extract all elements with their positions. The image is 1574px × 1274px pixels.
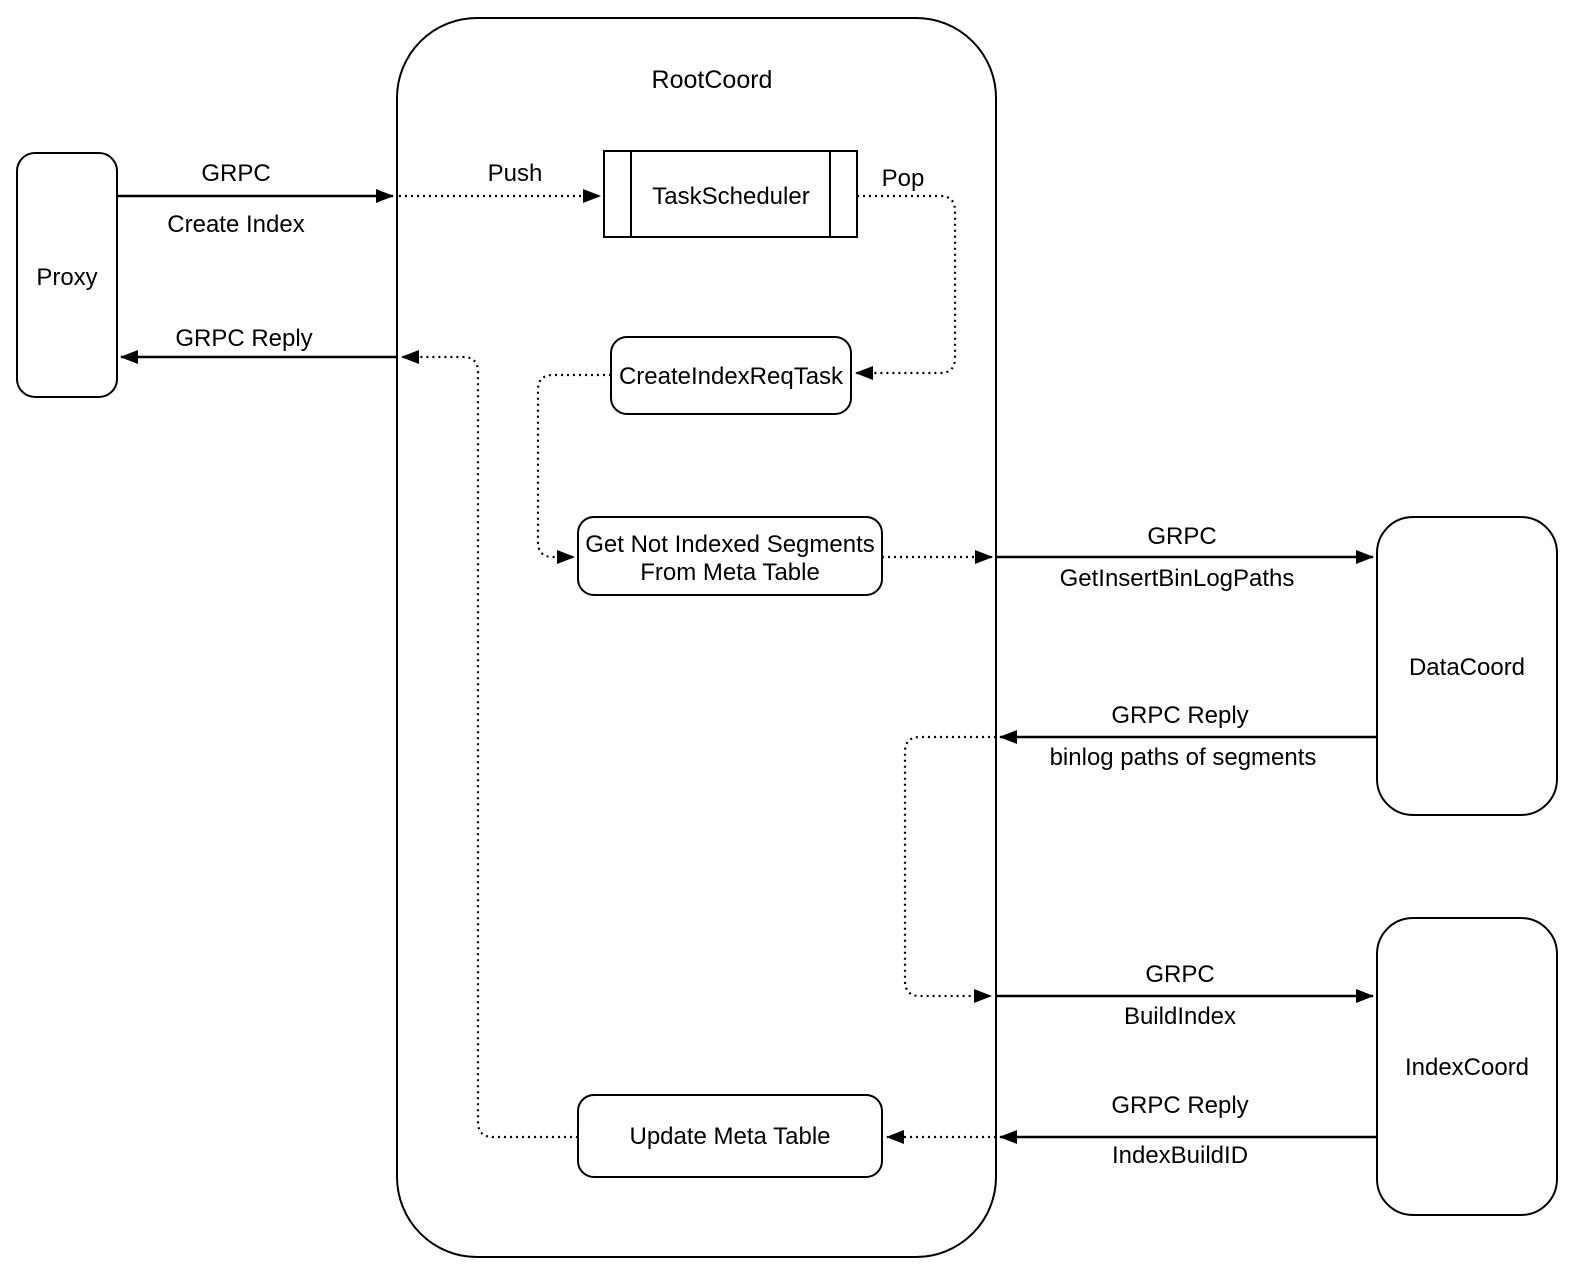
get-not-indexed-segments-label-line2: From Meta Table (640, 559, 820, 586)
rootcoord-title: RootCoord (652, 66, 773, 94)
proxy-to-rootcoord-label-bottom: Create Index (167, 211, 304, 238)
push-label: Push (488, 160, 543, 187)
proxy-label: Proxy (36, 264, 97, 291)
get-not-indexed-segments-label-line1: Get Not Indexed Segments (585, 531, 875, 558)
rootcoord-container (396, 17, 997, 1258)
rootcoord-to-proxy-label: GRPC Reply (175, 325, 312, 352)
create-task-to-get-segments-arrow (536, 373, 611, 564)
rootcoord-to-indexcoord-label-top: GRPC (1145, 961, 1214, 988)
update-meta-table-label: Update Meta Table (629, 1123, 830, 1150)
index-coord-node (1376, 917, 1558, 1216)
reply-to-buildindex-connector (903, 735, 996, 1003)
rootcoord-to-indexcoord-label-bottom: BuildIndex (1124, 1003, 1236, 1030)
rootcoord-to-datacoord-label-top: GRPC (1147, 523, 1216, 550)
pop-arrow (855, 194, 957, 380)
update-meta-to-border-connector (401, 350, 578, 1139)
proxy-node (16, 152, 118, 398)
indexcoord-to-rootcoord-label-top: GRPC Reply (1111, 1092, 1248, 1119)
proxy-to-rootcoord-label-top: GRPC (201, 160, 270, 187)
pop-label: Pop (882, 165, 925, 192)
create-index-req-task-label: CreateIndexReqTask (619, 363, 844, 390)
datacoord-to-rootcoord-label-top: GRPC Reply (1111, 702, 1248, 729)
data-coord-node (1376, 516, 1558, 816)
data-coord-label: DataCoord (1409, 654, 1525, 681)
indexcoord-to-rootcoord-label-bottom: IndexBuildID (1112, 1142, 1248, 1169)
index-coord-label: IndexCoord (1405, 1054, 1529, 1081)
datacoord-to-rootcoord-label-bottom: binlog paths of segments (1050, 744, 1317, 771)
task-scheduler-label: TaskScheduler (652, 183, 809, 210)
task-scheduler-node (603, 150, 858, 238)
rootcoord-to-datacoord-label-bottom: GetInsertBinLogPaths (1060, 565, 1295, 592)
